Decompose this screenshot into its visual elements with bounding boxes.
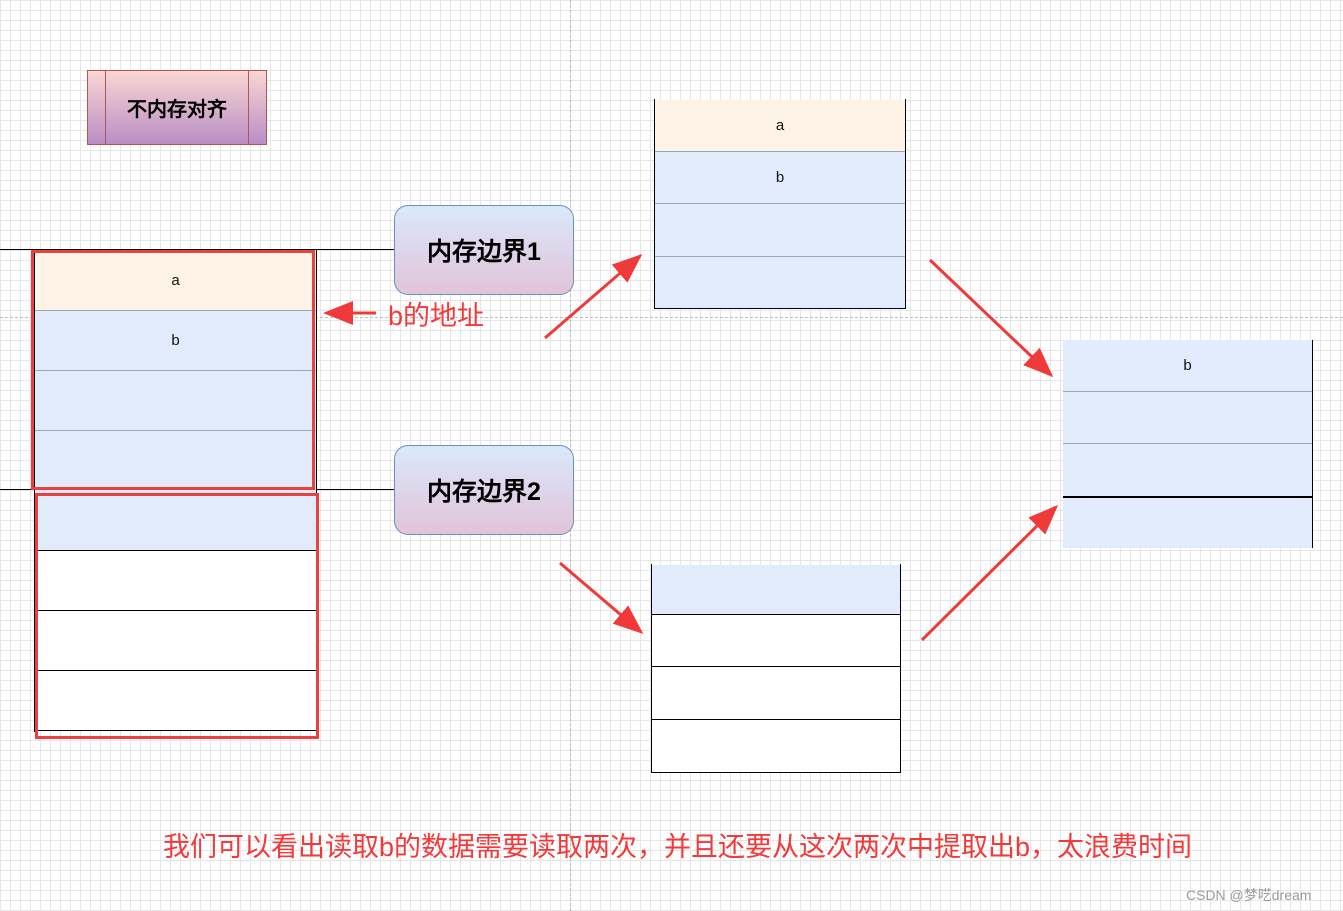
left-cell-b[interactable]: b [35, 311, 316, 371]
left-cell-b-2[interactable] [35, 371, 316, 431]
first-read-frame [654, 99, 906, 309]
left-cell-a[interactable]: a [35, 251, 316, 311]
memory-boundary-2-label: 内存边界2 [427, 478, 541, 506]
memory-boundary-1[interactable]: 内存边界1 [394, 205, 574, 295]
horizontal-guide-line [0, 317, 1343, 318]
result-cell-b[interactable]: b [1063, 340, 1312, 392]
first-read-cell-b-2[interactable] [655, 204, 905, 257]
result-cell-b-label: b [1183, 357, 1192, 374]
arrow-first-to-result [928, 258, 1054, 378]
first-read-cell-b-3[interactable] [655, 257, 905, 309]
result-cell-b-3[interactable] [1063, 444, 1312, 496]
result-cell-b-2[interactable] [1063, 392, 1312, 444]
second-read-cell-empty-3[interactable] [652, 720, 900, 772]
b-address-label: b的地址 [388, 301, 485, 331]
left-cell-empty-2[interactable] [35, 611, 316, 671]
left-cell-b-3[interactable] [35, 431, 316, 491]
boundary-line-1 [0, 249, 395, 250]
left-cell-b-label: b [171, 332, 180, 349]
second-read-cell-empty-1[interactable] [652, 615, 900, 667]
result-right-edge [1312, 340, 1313, 548]
caption-text: 我们可以看出读取b的数据需要读取两次，并且还要从这次两次中提取出b，太浪费时间 [163, 832, 1193, 862]
left-column-frame [34, 250, 317, 732]
arrow-second-to-result [920, 504, 1059, 642]
first-read-cell-b-label: b [775, 169, 785, 186]
first-read-cell-b[interactable]: b [655, 152, 905, 204]
arrow-to-first-read [544, 254, 643, 340]
second-read-cell-b[interactable] [652, 565, 900, 615]
first-read-highlight [31, 250, 315, 490]
second-read-highlight [35, 493, 319, 739]
title-right-bar [248, 71, 249, 144]
left-cell-a-label: a [171, 272, 180, 289]
left-cell-empty-1[interactable] [35, 551, 316, 611]
memory-boundary-1-label: 内存边界1 [427, 238, 541, 266]
first-read-cell-a-label: a [775, 117, 785, 134]
title-box[interactable]: 不内存对齐 [87, 70, 267, 145]
arrow-to-second-read [559, 561, 644, 634]
title-left-bar [105, 71, 106, 144]
watermark-text: CSDN @梦呓dream [1186, 887, 1312, 903]
title-text: 不内存对齐 [127, 99, 227, 121]
result-cell-b-4[interactable] [1063, 496, 1312, 548]
left-cell-b-4[interactable] [35, 491, 316, 551]
second-read-cell-empty-2[interactable] [652, 667, 900, 720]
memory-boundary-2[interactable]: 内存边界2 [394, 445, 574, 535]
second-read-frame [651, 564, 901, 773]
first-read-cell-a[interactable]: a [655, 100, 905, 152]
left-cell-empty-3[interactable] [35, 671, 316, 731]
